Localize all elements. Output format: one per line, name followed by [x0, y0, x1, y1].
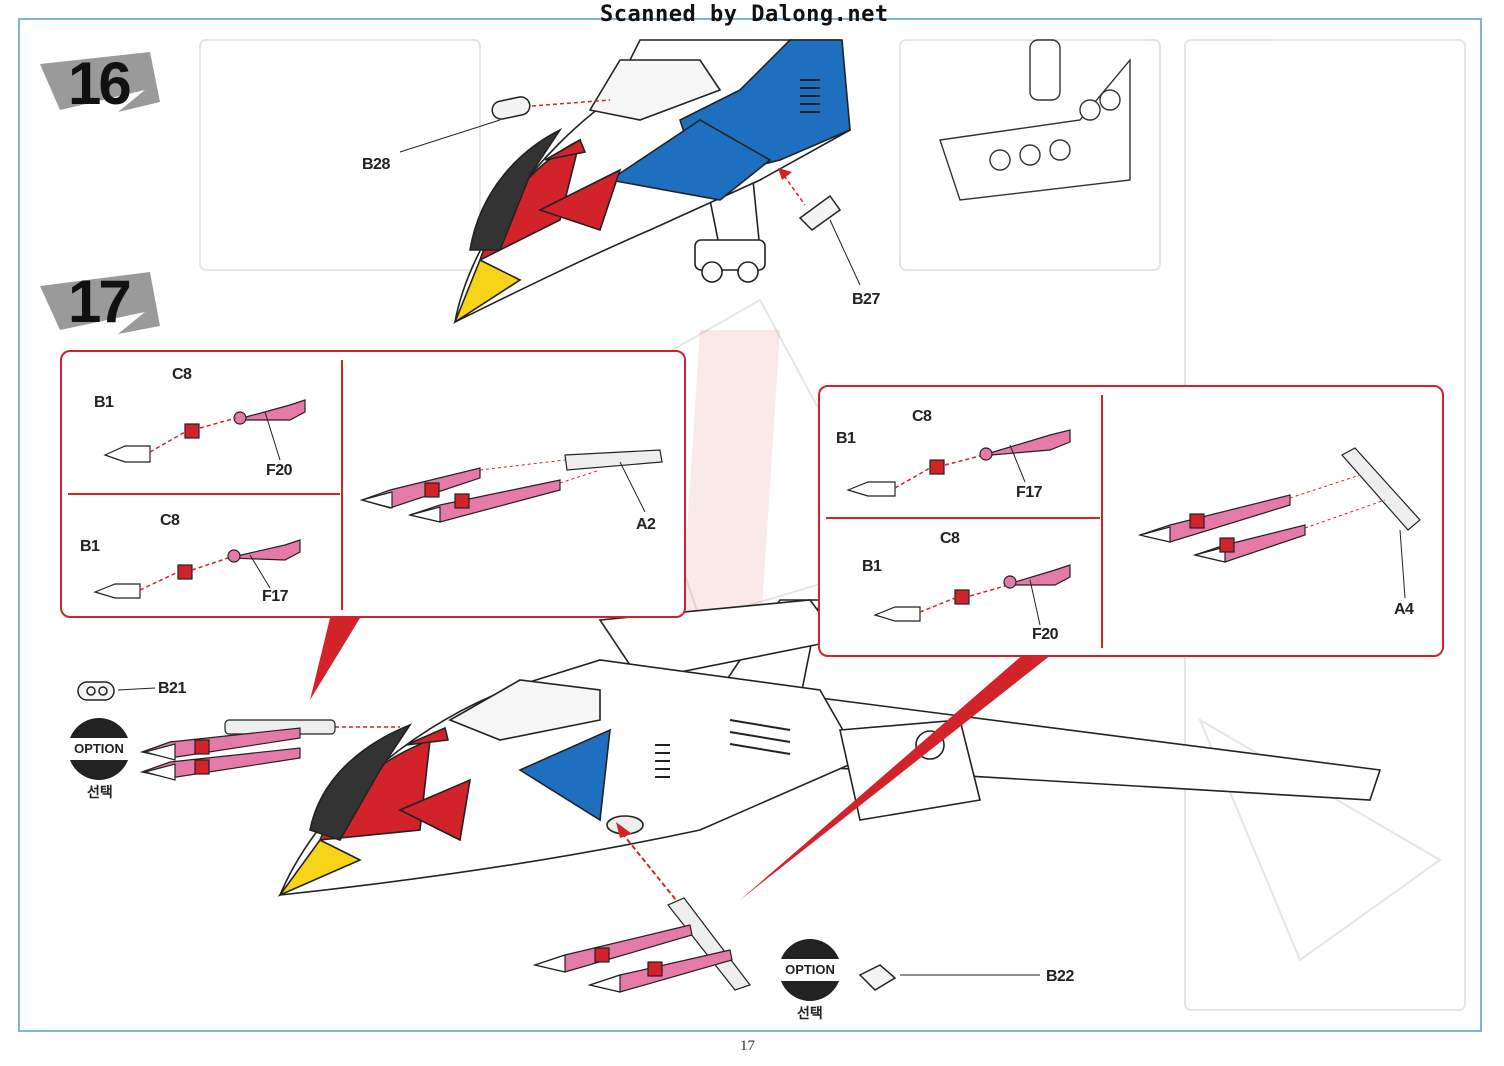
page-number: 17 [740, 1038, 755, 1054]
label-b1-top-left: B1 [94, 394, 114, 411]
label-b1-top-right: B1 [836, 430, 856, 447]
left-detail-panel [60, 350, 686, 618]
label-f20-top-left: F20 [266, 462, 293, 479]
option-label-left: OPTION [68, 738, 130, 760]
option-label-bottom: OPTION [779, 959, 841, 981]
step-number-16: 16 [68, 50, 132, 117]
step16-fuselage [453, 39, 851, 325]
label-f20-bottom-right: F20 [1032, 626, 1059, 643]
step-number-17: 17 [68, 268, 132, 335]
option-korean-bottom: 선택 [797, 1006, 823, 1022]
watermark: Scanned by Dalong.net [600, 2, 889, 27]
label-b27: B27 [852, 291, 880, 308]
label-a4: A4 [1394, 601, 1414, 618]
label-b21: B21 [158, 680, 186, 697]
label-c8-bottom-right: C8 [940, 530, 960, 547]
option-badge-left: OPTION [68, 718, 130, 780]
label-c8-top-right: C8 [912, 408, 932, 425]
label-b22: B22 [1046, 968, 1074, 985]
label-c8-bottom-left: C8 [160, 512, 180, 529]
label-f17-top-right: F17 [1016, 484, 1043, 501]
page-frame [18, 18, 1482, 1032]
label-a2: A2 [636, 516, 656, 533]
bottom-missile-rack [532, 897, 751, 993]
label-b28: B28 [362, 156, 390, 173]
step17-fuselage [277, 599, 1382, 897]
left-missile-rack [139, 719, 336, 781]
option-korean-left: 선택 [87, 785, 113, 801]
label-b1-bottom-left: B1 [80, 538, 100, 555]
option-badge-bottom: OPTION [779, 939, 841, 1001]
label-b1-bottom-right: B1 [862, 558, 882, 575]
label-f17-bottom-left: F17 [262, 588, 289, 605]
label-c8-top-left: C8 [172, 366, 192, 383]
